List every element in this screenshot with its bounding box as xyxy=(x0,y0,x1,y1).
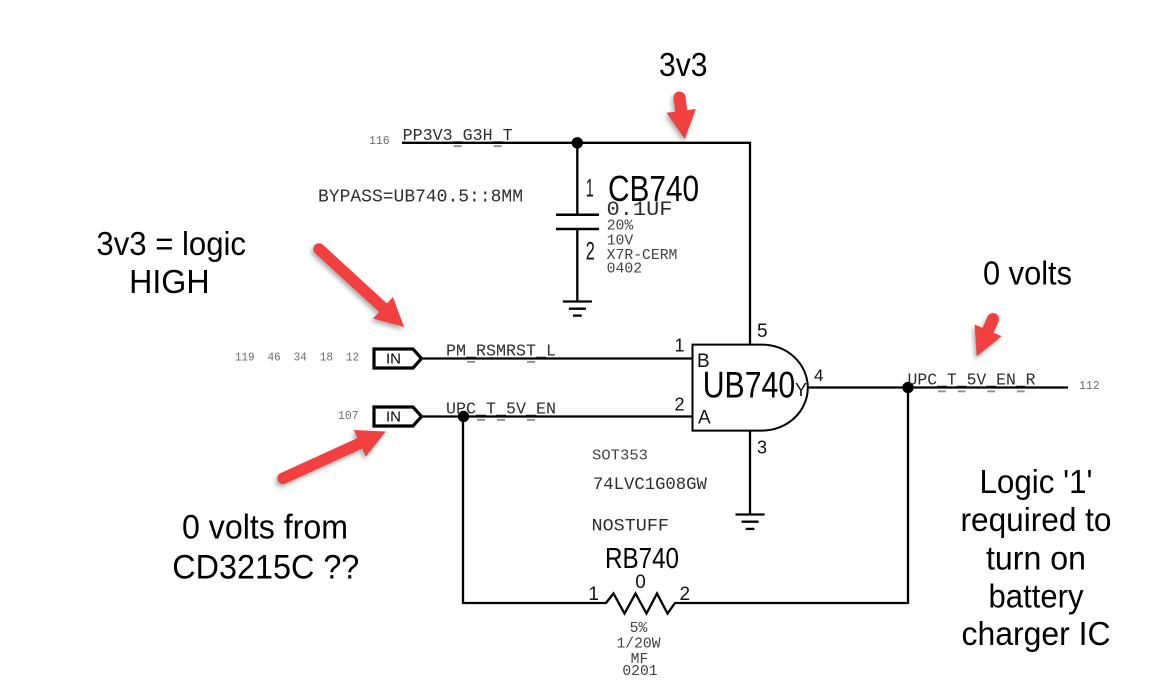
svg-text:UB740: UB740 xyxy=(703,365,796,406)
svg-text:SOT353: SOT353 xyxy=(592,449,648,465)
svg-text:charger IC: charger IC xyxy=(962,615,1111,652)
svg-text:116: 116 xyxy=(369,135,390,148)
svg-text:2: 2 xyxy=(586,238,595,266)
svg-text:2: 2 xyxy=(680,584,691,605)
svg-text:turn on: turn on xyxy=(986,540,1086,577)
svg-text:A: A xyxy=(698,408,711,429)
svg-text:5: 5 xyxy=(757,321,768,342)
svg-text:1/20W: 1/20W xyxy=(616,636,660,652)
svg-text:2: 2 xyxy=(674,395,684,415)
svg-text:CD3215C ??: CD3215C ?? xyxy=(172,549,359,587)
svg-text:5%: 5% xyxy=(630,621,648,637)
svg-text:required to: required to xyxy=(961,501,1112,538)
svg-text:RB740: RB740 xyxy=(605,543,679,575)
svg-text:10V: 10V xyxy=(607,233,634,249)
svg-text:74LVC1G08GW: 74LVC1G08GW xyxy=(593,476,708,495)
svg-text:107: 107 xyxy=(338,410,359,423)
svg-text:X7R-CERM: X7R-CERM xyxy=(607,248,678,264)
svg-text:3v3: 3v3 xyxy=(659,46,708,83)
svg-text:0: 0 xyxy=(635,572,646,593)
svg-text:3v3 = logic: 3v3 = logic xyxy=(96,225,246,262)
svg-text:4: 4 xyxy=(814,366,823,385)
svg-text:0402: 0402 xyxy=(607,262,642,278)
svg-text:1: 1 xyxy=(586,175,594,203)
svg-text:IN: IN xyxy=(386,351,401,368)
svg-text:0 volts from: 0 volts from xyxy=(182,509,348,547)
svg-text:1: 1 xyxy=(674,336,684,356)
svg-text:3: 3 xyxy=(757,438,767,458)
svg-text:UPC_T_5V_EN: UPC_T_5V_EN xyxy=(446,400,556,419)
svg-text:IN: IN xyxy=(386,409,401,426)
svg-text:BYPASS=UB740.5::8MM: BYPASS=UB740.5::8MM xyxy=(318,188,523,208)
svg-text:HIGH: HIGH xyxy=(129,263,210,300)
svg-text:CB740: CB740 xyxy=(608,168,699,209)
svg-text:119 46 34 18 12: 119 46 34 18 12 xyxy=(235,352,359,365)
svg-text:MF: MF xyxy=(631,652,649,668)
svg-text:PM_RSMRST_L: PM_RSMRST_L xyxy=(446,342,556,361)
svg-text:Logic '1': Logic '1' xyxy=(980,463,1093,500)
svg-text:0.1UF: 0.1UF xyxy=(607,199,673,222)
svg-text:battery: battery xyxy=(989,578,1084,615)
svg-text:1: 1 xyxy=(588,584,599,605)
svg-text:B: B xyxy=(697,351,710,372)
svg-text:PP3V3_G3H_T: PP3V3_G3H_T xyxy=(403,126,513,145)
svg-text:0201: 0201 xyxy=(622,664,657,680)
svg-text:Y: Y xyxy=(795,380,807,400)
svg-text:NOSTUFF: NOSTUFF xyxy=(592,517,670,537)
svg-text:UPC_T_5V_EN_R: UPC_T_5V_EN_R xyxy=(908,371,1036,390)
svg-text:0 volts: 0 volts xyxy=(983,255,1072,292)
svg-text:112: 112 xyxy=(1079,380,1100,393)
svg-text:20%: 20% xyxy=(607,219,634,235)
